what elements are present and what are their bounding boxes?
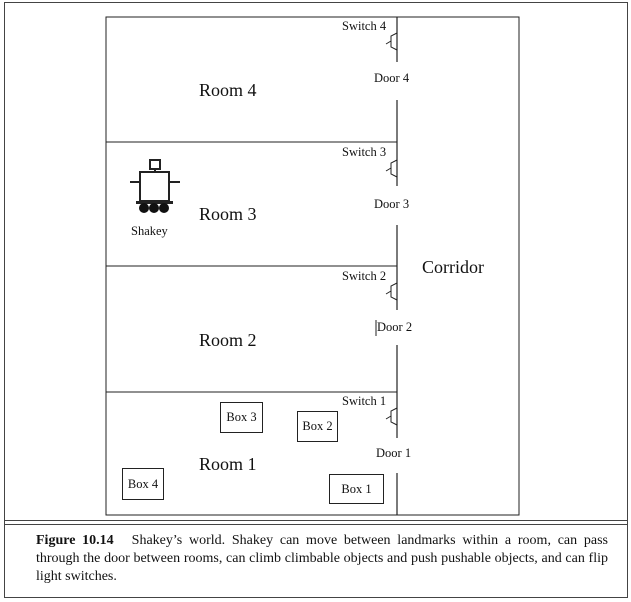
shakey-robot-icon xyxy=(130,159,180,213)
switch-3-label: Switch 3 xyxy=(342,145,387,159)
box-1: Box 1 xyxy=(329,474,384,504)
room-1-label: Room 1 xyxy=(199,454,257,474)
door-3-label: Door 3 xyxy=(374,197,410,211)
caption-text: Shakey’s world. Shakey can move between … xyxy=(36,533,608,584)
box-3: Box 3 xyxy=(220,402,263,433)
caption-divider-bottom xyxy=(4,524,628,525)
switch-3-symbol xyxy=(385,159,398,178)
room-2-label: Room 2 xyxy=(199,330,257,350)
figure-frame xyxy=(4,2,628,598)
caption-divider-top xyxy=(4,520,628,521)
switch-1-symbol xyxy=(385,407,398,426)
switch-4-label: Switch 4 xyxy=(342,19,387,33)
shakey-world-diagram xyxy=(105,16,520,516)
door-4-label: Door 4 xyxy=(374,71,410,85)
figure-number: Figure 10.14 xyxy=(36,533,114,548)
room-4-label: Room 4 xyxy=(199,80,257,100)
box-2: Box 2 xyxy=(297,411,338,442)
switch-1-label: Switch 1 xyxy=(342,394,387,408)
switch-2-label: Switch 2 xyxy=(342,269,387,283)
door-2-label: Door 2 xyxy=(377,320,413,334)
box-4: Box 4 xyxy=(122,468,164,500)
corridor-label: Corridor xyxy=(422,257,484,277)
room-3-label: Room 3 xyxy=(199,204,257,224)
switch-2-symbol xyxy=(385,282,398,301)
door-1-label: Door 1 xyxy=(376,446,412,460)
shakey-label: Shakey xyxy=(131,224,168,238)
switch-4-symbol xyxy=(385,32,398,51)
